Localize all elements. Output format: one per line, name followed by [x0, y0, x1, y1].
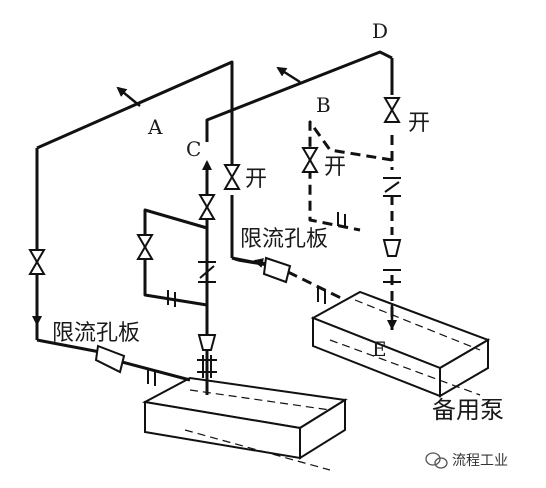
- label-open-1: 开: [245, 167, 267, 192]
- valve-bypass-left: [136, 234, 154, 260]
- check-valve-right: [383, 177, 401, 197]
- label-orifice-left: 限流孔板: [52, 321, 140, 346]
- flange-left-inlet: [147, 370, 156, 386]
- pump-outlet-left: [197, 334, 217, 378]
- label-c: C: [186, 137, 201, 161]
- valve-open-3: [301, 147, 319, 173]
- watermark: 流程工业: [425, 452, 508, 469]
- label-e: E: [372, 337, 387, 361]
- label-standby-pump: 备用泵: [432, 396, 504, 424]
- label-a: A: [147, 115, 163, 139]
- orifice-plate-right: [262, 256, 292, 284]
- label-open-2: 开: [408, 111, 430, 136]
- flange-right: [337, 212, 346, 228]
- valve-left-riser: [28, 249, 46, 275]
- label-orifice-right: 限流孔板: [240, 227, 328, 252]
- pump-outlet-right: [382, 239, 402, 283]
- valve-c-upper: [198, 194, 216, 220]
- watermark-text: 流程工业: [452, 453, 508, 469]
- label-b: B: [316, 93, 331, 117]
- flow-arrow-b: [276, 66, 301, 84]
- flange-bypass-left: [167, 290, 176, 307]
- label-open-3: 开: [324, 155, 346, 180]
- left-pump-base: [141, 376, 348, 471]
- valve-open-1: [223, 164, 241, 190]
- flow-arrow-top-left: [116, 86, 141, 107]
- right-pump-base: [310, 290, 491, 398]
- check-valve-c: [198, 261, 216, 283]
- wechat-icon: [425, 452, 448, 469]
- valve-open-2: [383, 97, 401, 123]
- label-d: D: [372, 19, 388, 43]
- flange-right-inlet: [317, 288, 326, 304]
- right-main-line: [231, 58, 394, 330]
- orifice-plate-left: [94, 344, 126, 374]
